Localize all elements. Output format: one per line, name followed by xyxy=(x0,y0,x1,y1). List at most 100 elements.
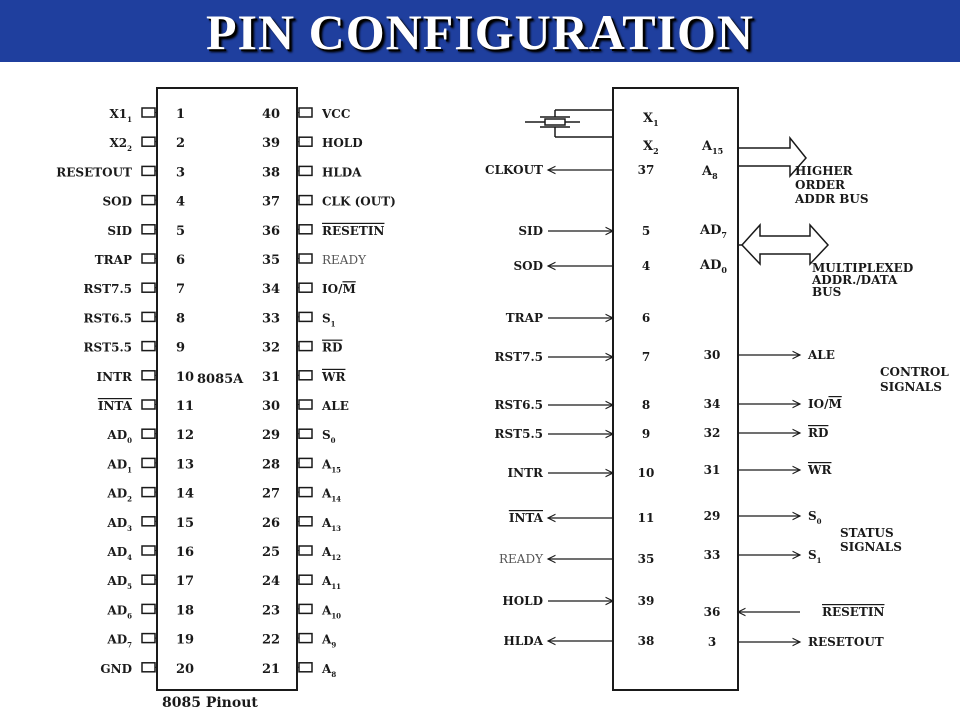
multiplexed-bus-arrow xyxy=(737,223,830,275)
logic-signal-left: INTR xyxy=(508,466,545,480)
dip-pin-name-left: INTA xyxy=(98,399,133,413)
dip-pin-name-right: VCC xyxy=(321,107,350,121)
dip-pin-pad xyxy=(141,253,156,264)
dip-pin-number: 29 xyxy=(262,428,280,443)
dip-pin-number: 13 xyxy=(176,457,194,472)
dip-pin-name-left: AD0 xyxy=(106,428,132,445)
dip-pin-number: 19 xyxy=(176,633,194,648)
dip-pin-pad xyxy=(298,340,313,352)
dip-pin-name-right: A12 xyxy=(321,545,341,562)
logic-signal-left: READY xyxy=(499,552,544,566)
dip-pin-pad xyxy=(298,603,313,615)
logic-signal-left: CLKOUT xyxy=(485,163,543,177)
dip-pin-name-right: S1 xyxy=(322,311,336,328)
dip-pin-number: 5 xyxy=(176,224,185,239)
dip-pin-pad xyxy=(298,545,313,556)
dip-pin-name-right: A13 xyxy=(321,516,341,533)
dip-pin-pad xyxy=(141,107,156,118)
bus-label-ad7: AD7 xyxy=(699,223,727,240)
logic-signal-right: S1 xyxy=(808,548,822,565)
title-bar: PIN CONFIGURATION xyxy=(0,0,960,62)
logic-pin-number: 6 xyxy=(642,311,650,325)
dip-pin-name-left: RST6.5 xyxy=(84,311,132,325)
logic-pin-number: 5 xyxy=(642,224,650,238)
logic-pin-number: 36 xyxy=(704,605,721,619)
dip-pin-pad xyxy=(298,282,313,293)
dip-pin-number: 36 xyxy=(262,224,280,239)
group-multiplexed-2: ADDR./DATA xyxy=(811,273,898,287)
dip-pin-number: 30 xyxy=(262,399,280,414)
dip-pin-pad xyxy=(298,253,313,264)
group-control-2: SIGNALS xyxy=(880,380,942,394)
dip-pin-name-left: RST5.5 xyxy=(84,341,132,355)
logic-pin-number: 7 xyxy=(642,350,650,364)
group-multiplexed-1: MULTIPLEXED xyxy=(812,261,913,275)
logic-pin-number: 8 xyxy=(642,398,650,412)
dip-pin-pad xyxy=(298,311,313,323)
dip-pin-number: 23 xyxy=(262,603,280,618)
logic-pin-number: 3 xyxy=(708,635,716,649)
dip-pin-pad xyxy=(141,399,156,410)
dip-pin-number: 18 xyxy=(176,603,194,618)
logic-pin-number: 29 xyxy=(704,509,721,523)
logic-signal-left: INTA xyxy=(509,511,544,525)
dip-pin-name-right: A9 xyxy=(321,633,336,650)
dip-pin-number: 17 xyxy=(176,574,194,589)
dip-pin-name-left: INTR xyxy=(97,370,134,384)
logic-signal-right: IO/M xyxy=(808,397,842,411)
dip-pin-pad xyxy=(141,428,156,439)
logic-pin-number: 9 xyxy=(642,427,650,441)
dip-pin-name-left: AD1 xyxy=(106,457,132,474)
dip-pin-name-left: X11 xyxy=(109,107,132,124)
logic-pin-number: 11 xyxy=(638,511,655,525)
group-higher-order-3: ADDR BUS xyxy=(794,192,869,206)
dip-pin-number: 32 xyxy=(262,341,280,356)
dip-pin-pad xyxy=(298,370,313,381)
dip-pin-number: 25 xyxy=(262,545,280,560)
dip-pin-number: 1 xyxy=(176,107,185,122)
dip-pin-number: 7 xyxy=(176,282,185,297)
dip-pin-number: 20 xyxy=(176,662,194,677)
dip-pin-number: 2 xyxy=(176,136,185,151)
dip-pin-number: 3 xyxy=(176,165,185,180)
dip-pin-number: 10 xyxy=(176,370,194,385)
logic-pin-number: 34 xyxy=(704,397,721,411)
dip-pin-name-right: HOLD xyxy=(322,136,363,150)
dip-pin-name-right: RESETIN xyxy=(322,224,384,238)
dip-pin-number: 12 xyxy=(176,428,194,443)
dip-pin-number: 40 xyxy=(262,107,280,122)
dip-pin-name-right: A14 xyxy=(321,487,341,504)
dip-pin-pad xyxy=(141,457,156,469)
dip-pin-pad xyxy=(141,194,156,206)
dip-pin-number: 38 xyxy=(262,165,280,180)
dip-pin-name-left: RST7.5 xyxy=(84,282,132,296)
dip-pin-number: 11 xyxy=(176,399,194,414)
dip-pin-number: 15 xyxy=(176,516,194,531)
dip-pin-name-right: A11 xyxy=(321,574,341,591)
logic-signal-right: RESETOUT xyxy=(808,635,884,649)
dip-pin-pad xyxy=(141,370,156,381)
crystal-symbol xyxy=(525,109,613,138)
logic-signal-left: RST5.5 xyxy=(495,427,543,441)
chip-body xyxy=(156,87,298,691)
dip-pin-number: 14 xyxy=(176,487,194,502)
dip-pin-pad xyxy=(141,632,156,644)
dip-pin-number: 24 xyxy=(262,574,280,589)
dip-pin-name-right: CLK (OUT) xyxy=(322,195,396,209)
logic-box xyxy=(612,87,739,691)
dip-pin-number: 6 xyxy=(176,253,185,268)
logic-x2-label: X2 xyxy=(643,139,659,156)
dip-pin-pad xyxy=(141,662,156,673)
logic-signal-right: RD xyxy=(808,426,828,440)
logic-pin-number: 39 xyxy=(638,594,655,608)
logic-signal-left: HOLD xyxy=(502,594,543,608)
logic-signal-left: HLDA xyxy=(504,634,544,648)
dip-pin-name-right: HLDA xyxy=(322,165,362,179)
group-control-1: CONTROL xyxy=(880,365,949,379)
dip-pin-pad xyxy=(298,107,313,118)
logic-pin-number: 30 xyxy=(704,348,721,362)
logic-pin-number: 35 xyxy=(638,552,655,566)
dip-pin-pad xyxy=(141,545,156,556)
logic-pin-number: 10 xyxy=(638,466,655,480)
